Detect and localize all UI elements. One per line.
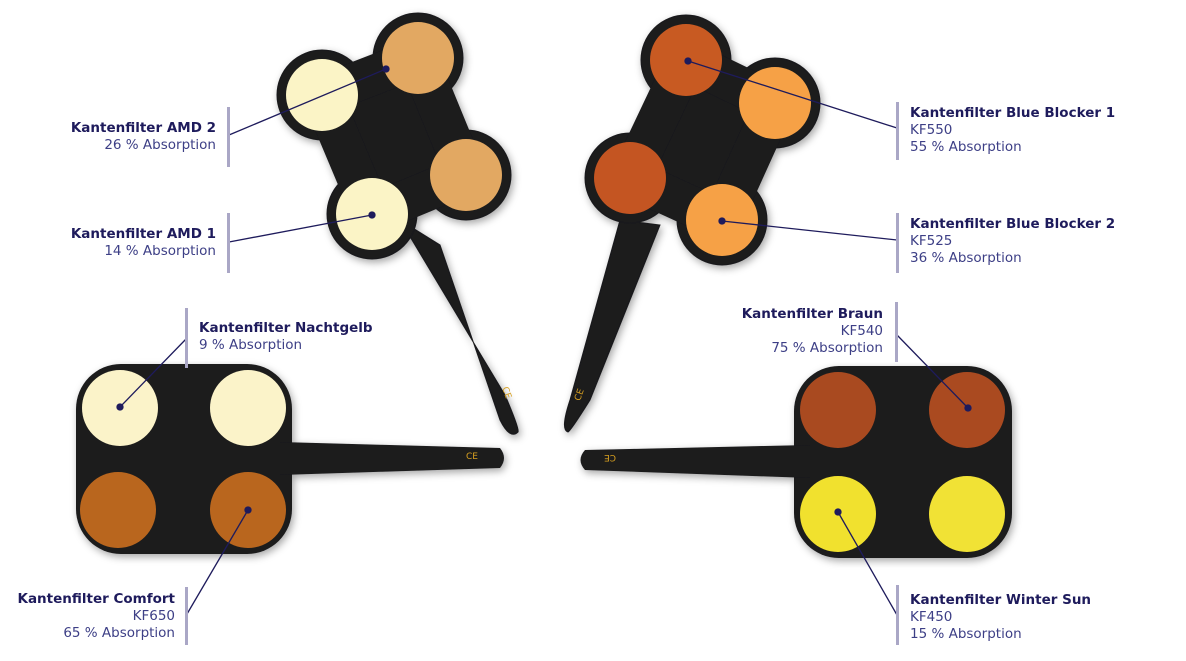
label-nachtgelb: Kantenfilter Nachtgelb 9 % Absorption — [199, 320, 373, 354]
label-absorption: 26 % Absorption — [104, 137, 216, 153]
label-bar — [227, 213, 230, 273]
label-amd1: Kantenfilter AMD 1 14 % Absorption — [71, 226, 216, 260]
label-comfort: Kantenfilter Comfort KF650 65 % Absorpti… — [17, 591, 175, 642]
label-winter-sun: Kantenfilter Winter Sun KF450 15 % Absor… — [910, 592, 1091, 643]
leader-lines — [116, 57, 972, 616]
label-braun: Kantenfilter Braun KF540 75 % Absorption — [742, 306, 883, 357]
filters-bottom-right — [800, 372, 1005, 552]
label-title: Kantenfilter Braun — [741, 306, 883, 322]
label-code: KF650 — [132, 608, 175, 624]
label-code: KF550 — [910, 122, 953, 138]
label-absorption: 15 % Absorption — [910, 626, 1022, 642]
label-title: Kantenfilter Blue Blocker 2 — [910, 216, 1116, 232]
label-blue-blocker-1: Kantenfilter Blue Blocker 1 KF550 55 % A… — [910, 105, 1115, 156]
label-absorption: 75 % Absorption — [771, 340, 883, 356]
label-bar — [185, 587, 188, 645]
label-absorption: 9 % Absorption — [199, 337, 303, 353]
label-bar — [896, 213, 899, 273]
label-code: KF450 — [910, 609, 953, 625]
label-title: Kantenfilter Blue Blocker 1 — [910, 105, 1116, 121]
label-title: Kantenfilter Nachtgelb — [199, 320, 373, 336]
label-bar — [896, 585, 899, 645]
label-bar — [227, 107, 230, 167]
label-absorption: 36 % Absorption — [910, 250, 1022, 266]
label-bar — [895, 302, 898, 362]
label-absorption: 14 % Absorption — [104, 243, 216, 259]
label-absorption: 55 % Absorption — [910, 139, 1022, 155]
label-title: Kantenfilter Comfort — [17, 591, 175, 607]
label-bar — [896, 102, 899, 160]
label-absorption: 65 % Absorption — [63, 625, 175, 641]
label-bar — [185, 308, 188, 368]
label-code: KF525 — [910, 233, 953, 249]
label-title: Kantenfilter Winter Sun — [910, 592, 1092, 608]
label-title: Kantenfilter AMD 1 — [70, 226, 216, 242]
filters-top-left — [286, 22, 502, 250]
label-title: Kantenfilter AMD 2 — [70, 120, 216, 136]
label-blue-blocker-2: Kantenfilter Blue Blocker 2 KF525 36 % A… — [910, 216, 1115, 267]
label-amd2: Kantenfilter AMD 2 26 % Absorption — [71, 120, 216, 154]
ce-mark: CE — [604, 452, 616, 462]
label-code: KF540 — [840, 323, 883, 339]
ce-mark: CE — [466, 452, 478, 462]
